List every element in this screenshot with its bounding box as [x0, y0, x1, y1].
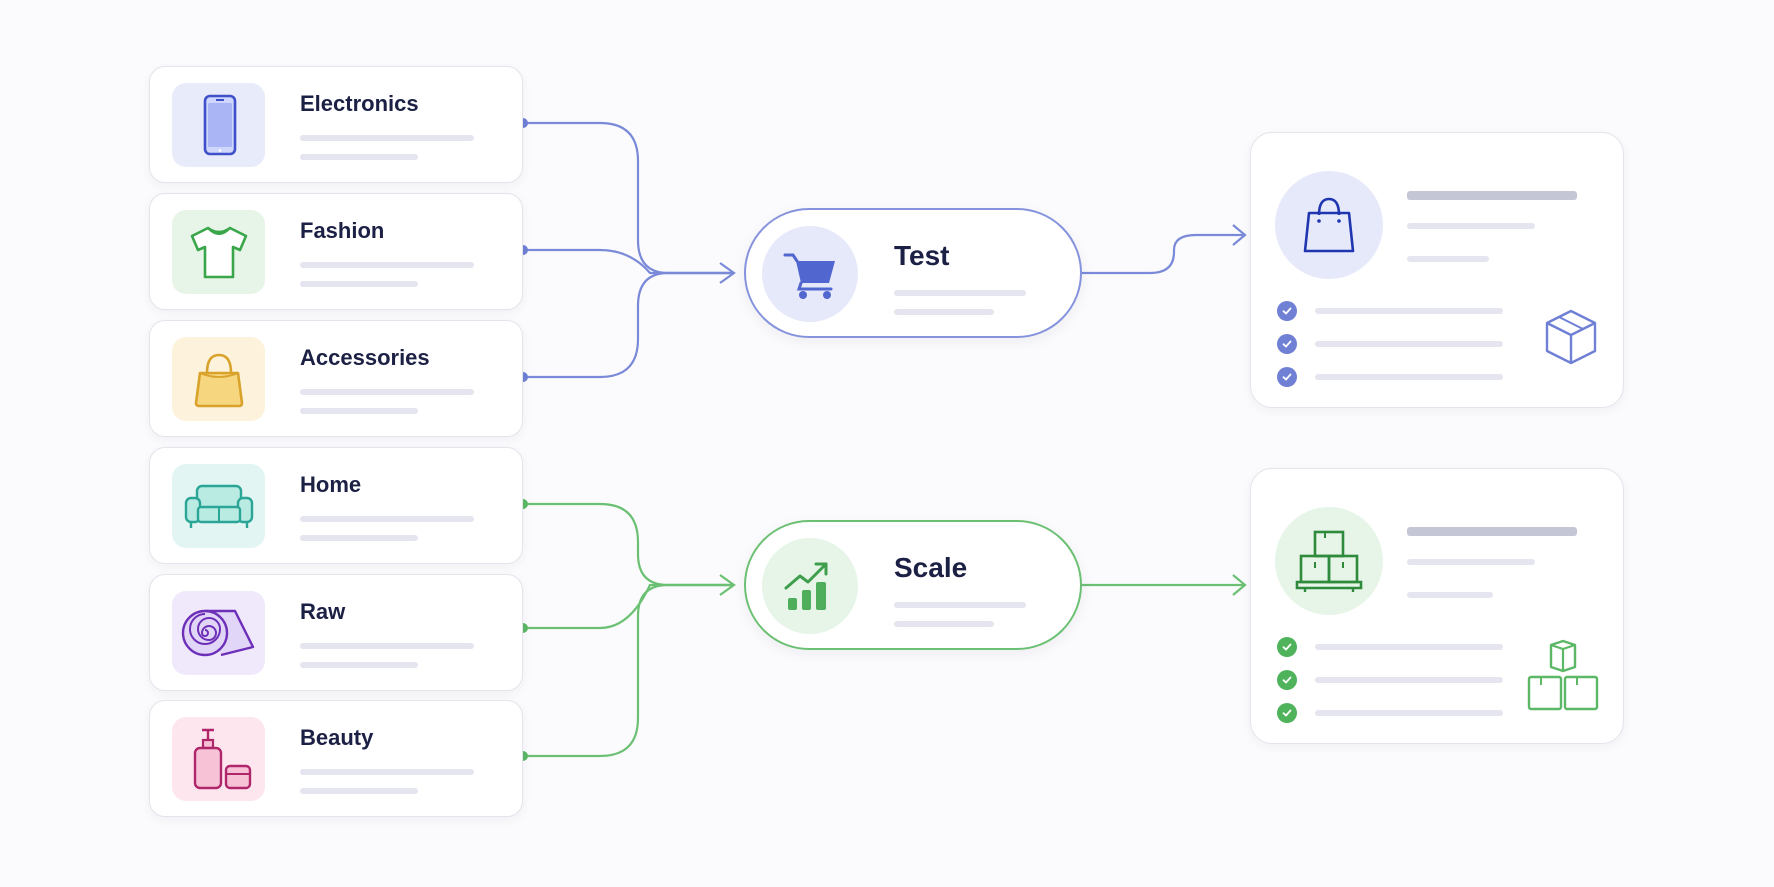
- placeholder-line: [300, 408, 418, 414]
- fashion-icon-tile: [172, 210, 265, 294]
- package-icon: [1545, 309, 1597, 365]
- placeholder-line: [300, 154, 418, 160]
- stacked-boxes-icon: [1295, 530, 1363, 592]
- test-connectors: [523, 121, 1247, 379]
- placeholder-line: [1315, 374, 1503, 380]
- arrowhead-test-output: [1232, 224, 1247, 246]
- home-icon-tile: [172, 464, 265, 548]
- test-icon-circle: [762, 226, 858, 322]
- placeholder-line: [1315, 644, 1503, 650]
- placeholder-line: [1315, 341, 1503, 347]
- category-card-home[interactable]: Home: [149, 447, 523, 564]
- scale-connectors: [523, 502, 1247, 758]
- category-label: Electronics: [300, 91, 419, 116]
- placeholder-line: [894, 621, 994, 627]
- placeholder-line: [300, 516, 474, 522]
- arrowhead-scale: [719, 574, 736, 596]
- connector-home-scale: [523, 502, 732, 587]
- category-label: Home: [300, 472, 362, 497]
- check-icon: [1277, 367, 1297, 387]
- stage-scale[interactable]: Scale: [744, 520, 1082, 650]
- smartphone-icon: [203, 94, 236, 156]
- arrowhead-scale-output: [1232, 574, 1247, 596]
- check-icon: [1277, 301, 1297, 321]
- connector-electronics-test: [523, 121, 732, 275]
- placeholder-line: [300, 389, 474, 395]
- scale-output-icon-circle: [1275, 507, 1383, 615]
- connector-raw-scale: [523, 583, 732, 630]
- placeholder-line: [300, 788, 418, 794]
- placeholder-line: [894, 309, 994, 315]
- growth-chart-icon: [784, 562, 828, 610]
- connector-test-output: [1082, 233, 1243, 275]
- category-label: Accessories: [300, 345, 430, 370]
- beauty-icon-tile: [172, 717, 265, 801]
- connector-beauty-scale: [523, 583, 732, 758]
- check-icon: [1277, 334, 1297, 354]
- handbag-icon: [194, 353, 243, 408]
- placeholder-line: [1407, 191, 1577, 200]
- category-card-beauty[interactable]: Beauty: [149, 700, 523, 817]
- check-icon: [1277, 670, 1297, 690]
- placeholder-line: [1407, 256, 1489, 262]
- shopping-cart-icon: [783, 253, 835, 299]
- placeholder-line: [894, 602, 1026, 608]
- placeholder-line: [1407, 527, 1577, 536]
- stage-label: Scale: [894, 552, 968, 583]
- raw-icon-tile: [172, 591, 265, 675]
- accessories-icon-tile: [172, 337, 265, 421]
- placeholder-line: [1407, 559, 1535, 565]
- placeholder-line: [300, 262, 474, 268]
- boxes-icon: [1527, 639, 1599, 711]
- stage-test[interactable]: Test: [744, 208, 1082, 338]
- test-output-icon-circle: [1275, 171, 1383, 279]
- output-card-scale[interactable]: [1250, 468, 1624, 744]
- category-label: Raw: [300, 599, 346, 624]
- placeholder-line: [300, 662, 418, 668]
- placeholder-line: [1315, 677, 1503, 683]
- scale-icon-circle: [762, 538, 858, 634]
- output-card-test[interactable]: [1250, 132, 1624, 408]
- category-card-fashion[interactable]: Fashion: [149, 193, 523, 310]
- category-card-accessories[interactable]: Accessories: [149, 320, 523, 437]
- shopping-bag-icon: [1303, 197, 1355, 253]
- placeholder-line: [300, 135, 474, 141]
- category-card-raw[interactable]: Raw: [149, 574, 523, 691]
- check-icon: [1277, 703, 1297, 723]
- sofa-icon: [184, 484, 253, 528]
- category-card-electronics[interactable]: Electronics: [149, 66, 523, 183]
- category-label: Beauty: [300, 725, 374, 750]
- placeholder-line: [1407, 223, 1535, 229]
- placeholder-line: [894, 290, 1026, 296]
- check-icon: [1277, 637, 1297, 657]
- placeholder-line: [1315, 710, 1503, 716]
- arrowhead-test: [719, 262, 736, 284]
- electronics-icon-tile: [172, 83, 265, 167]
- placeholder-line: [300, 769, 474, 775]
- placeholder-line: [1407, 592, 1493, 598]
- placeholder-line: [300, 535, 418, 541]
- placeholder-line: [300, 281, 418, 287]
- stage-label: Test: [894, 240, 950, 271]
- connector-accessories-test: [523, 271, 732, 379]
- placeholder-line: [300, 643, 474, 649]
- fabric-roll-icon: [181, 609, 254, 657]
- category-label: Fashion: [300, 218, 385, 243]
- cosmetics-icon: [193, 728, 251, 790]
- tshirt-icon: [190, 226, 247, 279]
- connector-fashion-test: [523, 248, 732, 275]
- placeholder-line: [1315, 308, 1503, 314]
